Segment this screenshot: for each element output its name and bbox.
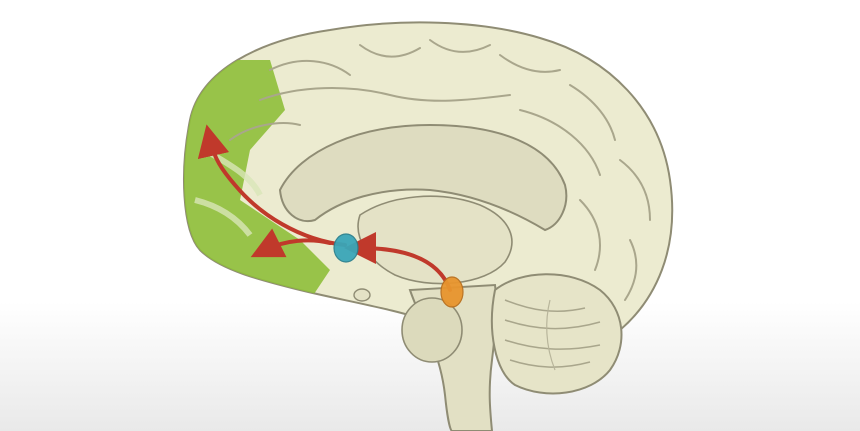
nucleus-accumbens: [333, 233, 359, 263]
pathway-accumbens-to-prefrontal-lower: [250, 228, 332, 258]
cerebellum: [490, 273, 623, 395]
thalamus: [357, 195, 513, 285]
pathway-accumbens-to-prefrontal-upper: [197, 124, 347, 247]
pituitary: [353, 288, 371, 302]
corpus-callosum: [278, 123, 568, 232]
ventral-tegmental-area: [440, 276, 464, 308]
pons: [401, 297, 463, 363]
